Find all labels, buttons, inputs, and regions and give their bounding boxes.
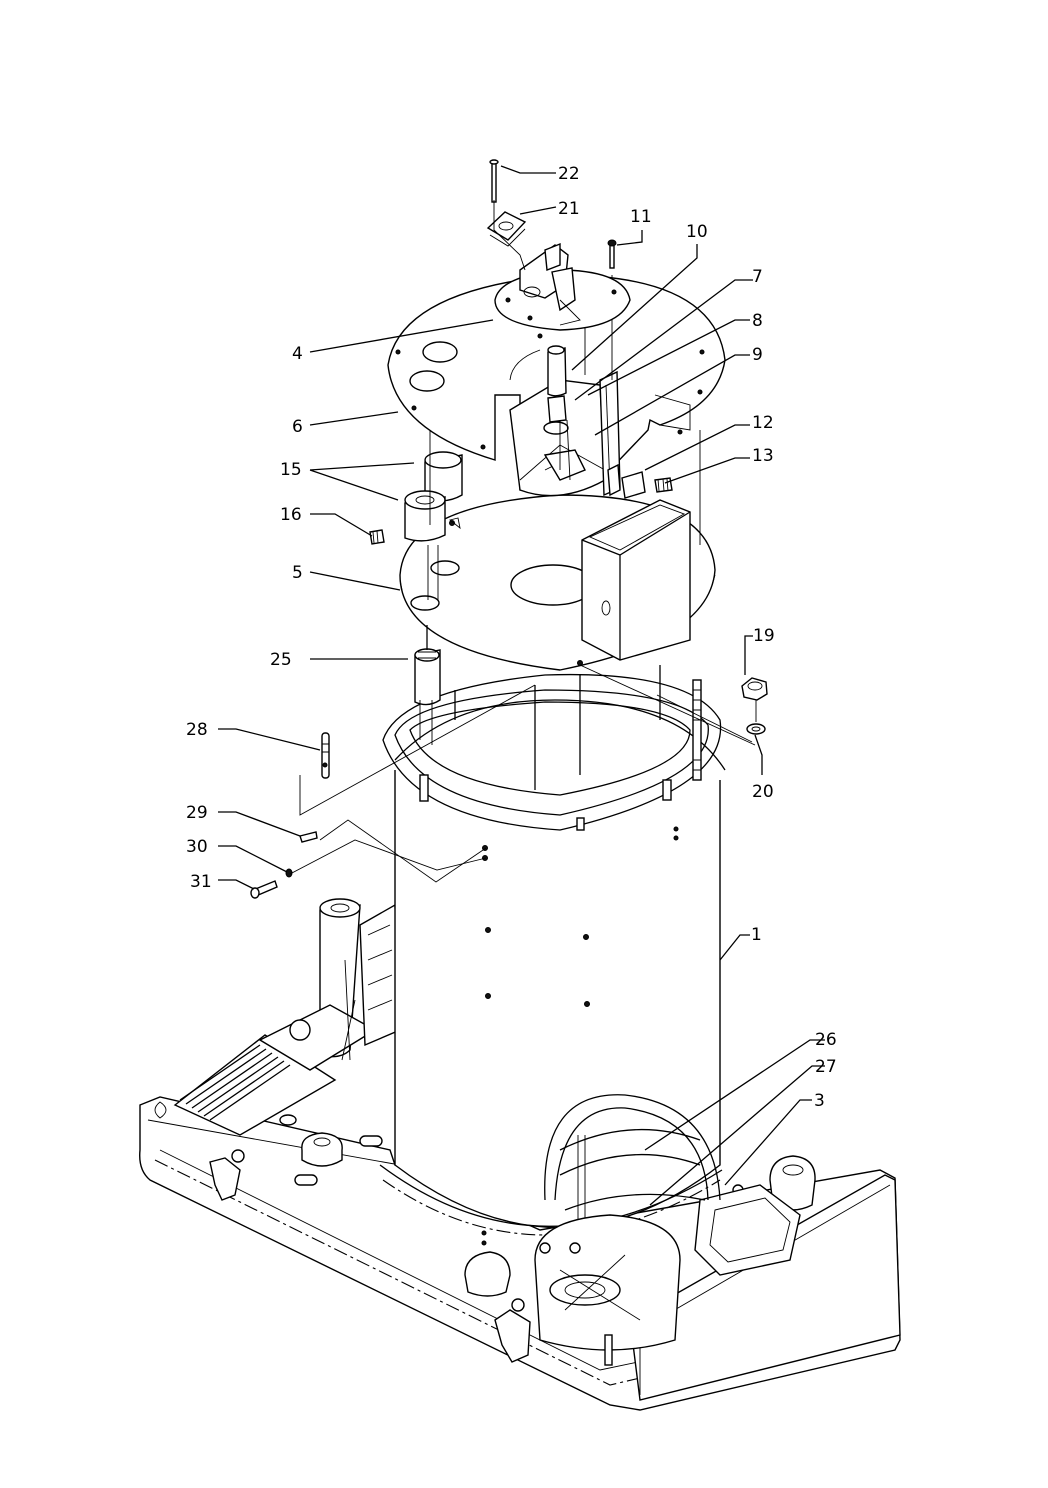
main-cylinder [379, 665, 726, 1246]
callout-15: 15 [280, 460, 302, 480]
tube-25 [414, 625, 441, 745]
callout-1: 1 [751, 925, 762, 945]
sleeves [369, 451, 463, 600]
bolt-studs [419, 679, 702, 831]
callout-8: 8 [752, 311, 763, 331]
vent-slots [179, 1044, 291, 1121]
callout-5: 5 [292, 563, 303, 583]
base-plate [139, 1034, 901, 1411]
leader-lines [218, 165, 825, 1206]
callout-13: 13 [752, 446, 774, 466]
callout-4: 4 [292, 344, 303, 364]
callout-30: 30 [186, 837, 208, 857]
callout-31: 31 [190, 872, 212, 892]
callout-11: 11 [630, 207, 652, 227]
callout-10: 10 [686, 222, 708, 242]
callout-26: 26 [815, 1030, 837, 1050]
callout-6: 6 [292, 417, 303, 437]
burner-assembly [534, 1094, 721, 1366]
callout-12: 12 [752, 413, 774, 433]
callout-16: 16 [280, 505, 302, 525]
callout-25: 25 [270, 650, 292, 670]
callout-7: 7 [752, 267, 763, 287]
callout-20: 20 [752, 782, 774, 802]
rivet-dots [481, 826, 679, 1246]
callout-3: 3 [814, 1091, 825, 1111]
callout-21: 21 [558, 199, 580, 219]
cover-plate [494, 242, 631, 331]
nut-washer [741, 677, 768, 735]
callout-22: 22 [558, 164, 580, 184]
callout-29: 29 [186, 803, 208, 823]
assembly-lines [289, 200, 756, 883]
callout-19: 19 [753, 626, 775, 646]
callout-9: 9 [752, 345, 763, 365]
callout-28: 28 [186, 720, 208, 740]
pilot-assembly [543, 275, 673, 499]
pins-screws [250, 732, 330, 899]
callout-labels: 22 21 11 10 7 8 9 4 6 12 13 15 16 5 19 2… [186, 164, 837, 1111]
callout-27: 27 [815, 1057, 837, 1077]
flue-box [581, 499, 691, 661]
flue-cone [258, 898, 401, 1071]
